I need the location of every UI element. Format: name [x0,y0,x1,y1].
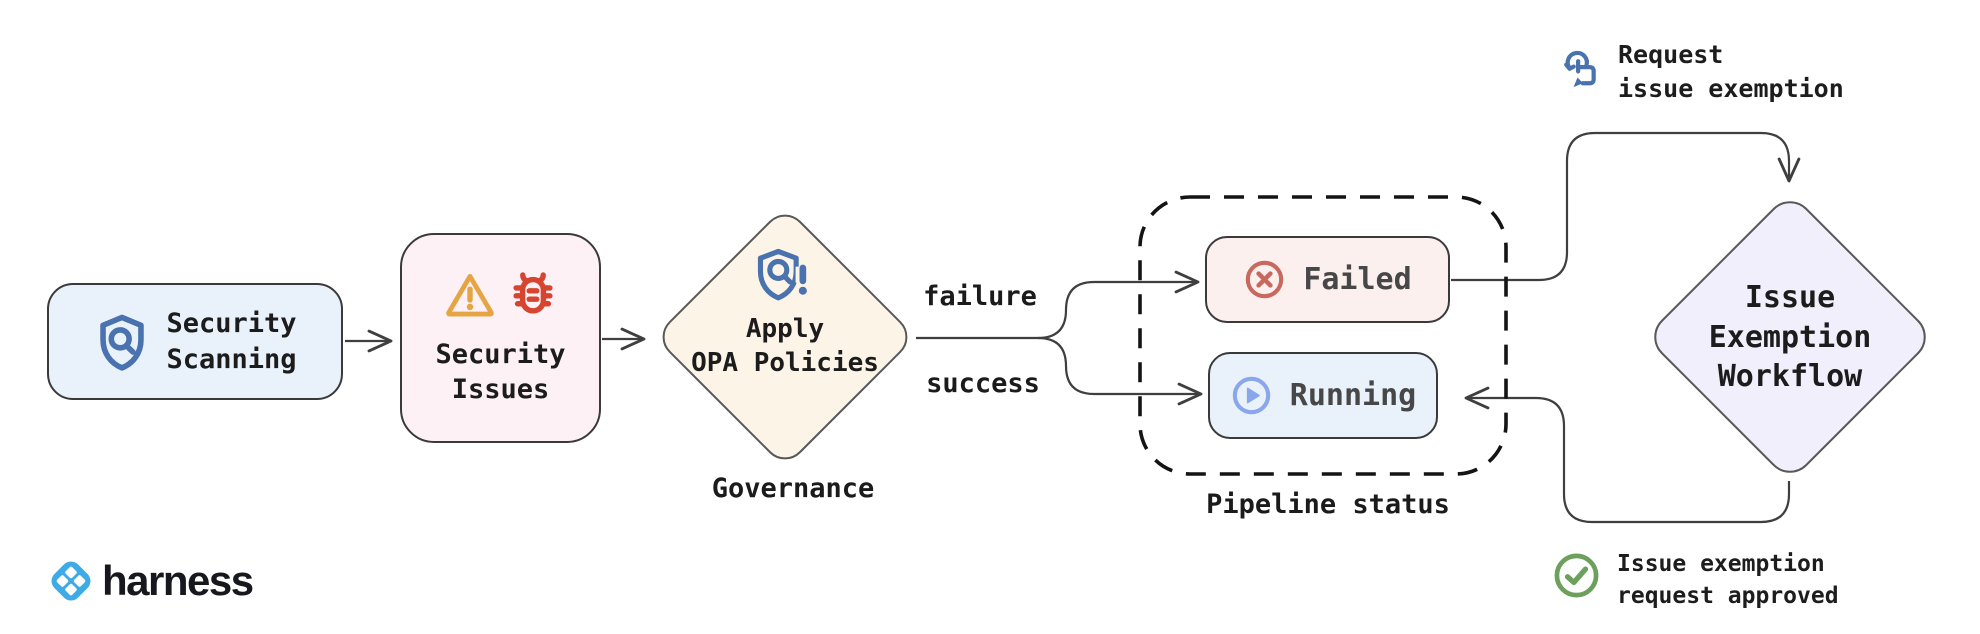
node-label: Issue Exemption Workflow [1708,280,1872,395]
note-label: Issue exemption request approved [1617,551,1839,610]
edge-label-failure: failure [923,281,1037,312]
harness-logo: harness [46,556,254,606]
node-label: Security Issues [435,338,566,405]
harness-wordmark: harness [102,557,254,604]
edge-failed-to-exemption [1451,131,1801,282]
tap-gesture-icon [1564,50,1596,88]
caption-pipeline-status: Pipeline status [1206,489,1450,520]
edge-exemption-to-running [1464,386,1791,524]
shield-alert-icon [757,248,811,301]
bug-icon [512,272,553,314]
node-running: Running [1208,352,1438,439]
edge-failure-branch [1037,270,1200,340]
note-label: Request issue exemption [1618,40,1844,103]
circle-x-icon [1246,260,1284,299]
node-label: Apply OPA Policies [691,314,879,378]
circle-play-icon [1232,376,1271,415]
node-security-scanning: Security Scanning [47,283,343,400]
node-label: Failed [1303,262,1412,297]
pipeline-status-group-border [1138,195,1508,476]
warning-triangle-icon [445,273,494,317]
shield-search-icon [100,314,145,371]
node-issue-exemption-workflow-content: Issue Exemption Workflow [1660,278,1920,397]
edge-label-success: success [926,368,1040,399]
caption-governance: Governance [711,473,875,504]
note-request-issue-exemption: Request issue exemption [1558,38,1844,106]
node-failed: Failed [1205,236,1450,323]
node-label: Running [1289,378,1417,413]
node-label: Security Scanning [166,308,297,375]
node-security-issues: Security Issues [400,233,601,443]
note-exemption-approved: Issue exemption request approved [1552,548,1839,612]
edge-success-branch [1037,336,1203,406]
harness-logo-icon [51,561,91,601]
circle-check-icon [1554,553,1599,598]
node-apply-opa-policies-content: Apply OPA Policies [660,247,910,381]
